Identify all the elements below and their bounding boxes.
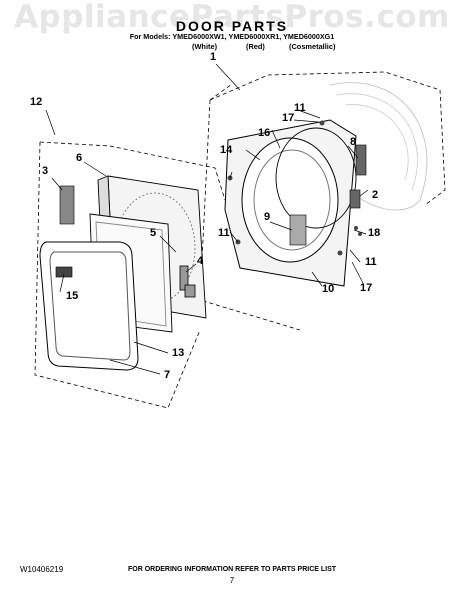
- callout-11-left: 11: [218, 227, 230, 239]
- callout-5: 5: [150, 227, 157, 239]
- page-title: DOOR PARTS: [175, 18, 289, 34]
- door-assembly-outline: [34, 141, 226, 409]
- callout-11-right: 11: [365, 256, 377, 268]
- callout-4: 4: [197, 255, 204, 267]
- hinge-parts: [179, 265, 196, 298]
- callout-3: 3: [42, 165, 49, 177]
- watermark-text: AppliancePartsPros.com: [14, 0, 450, 35]
- document-number: W10406219: [20, 565, 64, 574]
- page-number: 7: [229, 576, 235, 585]
- callout-2: 2: [372, 189, 379, 201]
- callout-18: 18: [368, 227, 381, 239]
- callout-17-top: 17: [282, 112, 295, 124]
- color-cosmetallic-label: (Cosmetallic): [289, 42, 336, 51]
- callout-14: 14: [220, 144, 233, 156]
- callout-11-top: 11: [294, 102, 306, 114]
- door-switch: [289, 144, 367, 246]
- ordering-info: FOR ORDERING INFORMATION REFER TO PARTS …: [127, 566, 337, 573]
- callout-10: 10: [322, 283, 335, 295]
- callout-7: 7: [164, 369, 171, 381]
- callout-15: 15: [66, 290, 79, 302]
- models-line: For Models: YMED6000XW1, YMED6000XR1, YM…: [129, 32, 335, 41]
- front-panel: [224, 119, 357, 287]
- color-white-label: (White): [192, 42, 218, 51]
- callout-9: 9: [264, 211, 271, 223]
- door-handle: [55, 185, 75, 278]
- door-frame: [39, 241, 139, 371]
- callout-17-bottom: 17: [360, 282, 373, 294]
- color-red-label: (Red): [246, 42, 265, 51]
- callout-16: 16: [258, 127, 271, 139]
- leader-lines: [45, 63, 369, 375]
- callout-8: 8: [350, 136, 357, 148]
- callout-13: 13: [172, 347, 185, 359]
- callout-1: 1: [210, 51, 217, 63]
- callout-6: 6: [76, 152, 83, 164]
- callout-12: 12: [30, 96, 43, 108]
- cabinet-front-outline: [199, 71, 446, 331]
